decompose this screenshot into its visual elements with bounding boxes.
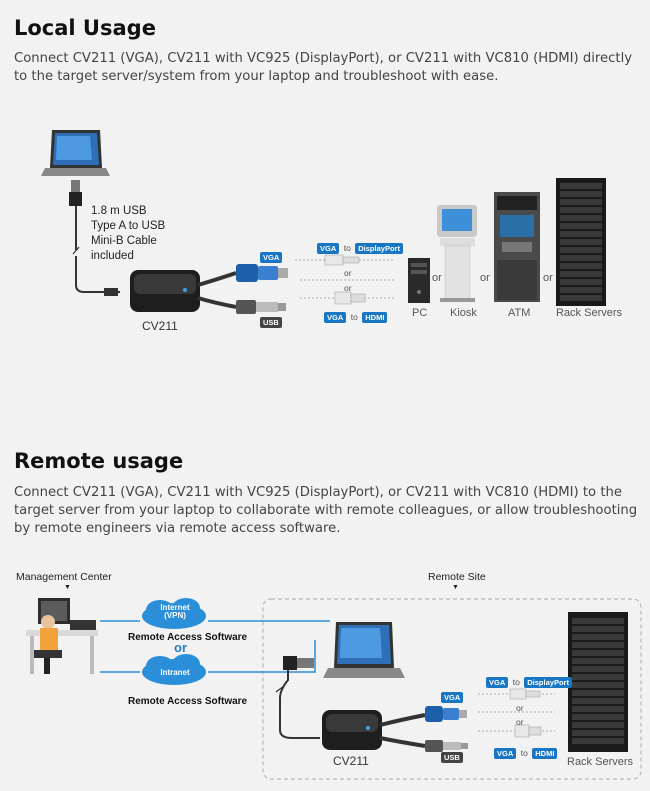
cable-label-line: Type A to USB: [91, 220, 166, 232]
vga-connector-icon: [236, 264, 288, 282]
hdmi-tag: HDMI: [362, 312, 388, 323]
cable-label-line: 1.8 m USB: [91, 205, 147, 217]
vga-tag: VGA: [260, 252, 283, 263]
cv211-label: CV211: [142, 319, 178, 333]
rack-server-icon: [556, 178, 606, 306]
to-text: to: [520, 748, 528, 758]
intranet-cloud-icon: [142, 654, 206, 685]
kiosk-icon: [437, 205, 477, 302]
kiosk-label: Kiosk: [450, 307, 477, 319]
usb-tag: USB: [441, 752, 463, 763]
to-text: to: [350, 312, 358, 322]
internet-cloud-icon: [142, 598, 206, 629]
rack-servers-label: Rack Servers: [556, 307, 623, 319]
or-text: or: [516, 703, 524, 713]
vga-to-hdmi: VGA to HDMI: [324, 307, 388, 325]
to-text: to: [512, 677, 520, 687]
laptop-icon: [41, 130, 110, 176]
atm-icon: [494, 192, 540, 302]
rack-server-icon: [568, 612, 628, 752]
laptop-icon: [323, 622, 405, 678]
remote-site-label: Remote Site: [428, 571, 486, 583]
displayport-tag: DisplayPort: [355, 243, 403, 254]
hdmi-tag: HDMI: [532, 748, 558, 759]
usb-connector-icon: [236, 300, 286, 314]
atm-label: ATM: [508, 307, 531, 319]
to-text: to: [343, 243, 351, 253]
vga-tag: VGA: [441, 692, 464, 703]
usb-a-plug-icon: [283, 656, 314, 670]
vga-connector-icon: [425, 706, 467, 722]
remote-diagram: [26, 598, 642, 780]
remote-access-software-label: Remote Access Software: [128, 632, 248, 643]
remote-usage-description: Connect CV211 (VGA), CV211 with VC925 (D…: [14, 485, 638, 536]
vga-tag: VGA: [486, 677, 509, 688]
usb-a-plug-icon: [69, 180, 82, 206]
internet-vpn-label: Internet (VPN): [160, 603, 190, 620]
or-text: or: [543, 272, 553, 284]
vga-tag: VGA: [324, 312, 347, 323]
cable-label-line: included: [91, 250, 134, 262]
arrow-down-icon: ▼: [64, 584, 71, 591]
rack-servers-label: Rack Servers: [567, 756, 634, 768]
remote-usage-title: Remote usage: [14, 449, 184, 473]
usb-connector-icon: [425, 740, 468, 752]
cable-label: 1.8 m USB Type A to USB Mini-B Cable inc…: [91, 204, 165, 264]
arrow-down-icon: ▼: [452, 584, 459, 591]
vga-tag: VGA: [317, 243, 340, 254]
vga-to-displayport: VGA to DisplayPort: [486, 672, 572, 690]
cv211-device-icon: [322, 710, 382, 750]
vga-tag: VGA: [494, 748, 517, 759]
or-text: or: [432, 272, 442, 284]
cable-label-line: Mini-B Cable: [91, 235, 157, 247]
vga-to-displayport: VGA to DisplayPort: [317, 238, 403, 256]
local-usage-description: Connect CV211 (VGA), CV211 with VC925 (D…: [14, 51, 633, 84]
local-usage-title: Local Usage: [14, 16, 156, 40]
usb-tag: USB: [260, 317, 282, 328]
management-center-label: Management Center: [16, 571, 112, 583]
or-text: or: [480, 272, 490, 284]
cv211-label: CV211: [333, 754, 369, 768]
or-text: or: [344, 268, 352, 278]
workstation-icon: [26, 598, 98, 674]
cv211-device-icon: [130, 270, 200, 312]
local-diagram: [41, 130, 606, 314]
or-text: or: [344, 283, 352, 293]
vga-to-hdmi: VGA to HDMI: [494, 743, 558, 761]
or-text: or: [174, 640, 187, 655]
pc-tower-icon: [408, 258, 430, 303]
intranet-label: Intranet: [160, 668, 190, 677]
displayport-tag: DisplayPort: [524, 677, 572, 688]
or-text: or: [516, 717, 524, 727]
remote-access-software-label: Remote Access Software: [128, 696, 248, 707]
pc-label: PC: [412, 307, 428, 319]
